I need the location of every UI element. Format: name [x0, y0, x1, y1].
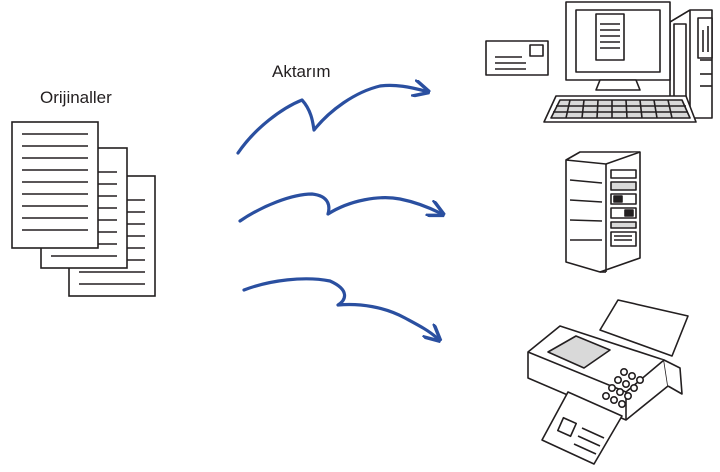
document-page-front	[11, 121, 99, 249]
fax-machine-icon	[527, 299, 689, 465]
fax-input-paper	[599, 299, 689, 357]
fax-keypad	[601, 367, 644, 408]
arrow-to-computer	[236, 85, 425, 155]
monitor	[565, 1, 671, 91]
fax-display	[547, 335, 611, 369]
arrow-to-fax	[242, 277, 437, 338]
computer-icon	[485, 1, 713, 123]
originals-label: Orijinaller	[40, 88, 112, 107]
keyboard	[543, 95, 697, 123]
server-icon	[565, 151, 641, 273]
document-stack-icon	[11, 121, 156, 297]
transfer-arrows	[236, 85, 440, 338]
transfer-label: Aktarım	[272, 62, 331, 81]
arrow-to-server	[238, 192, 440, 223]
envelope-icon	[485, 40, 549, 76]
